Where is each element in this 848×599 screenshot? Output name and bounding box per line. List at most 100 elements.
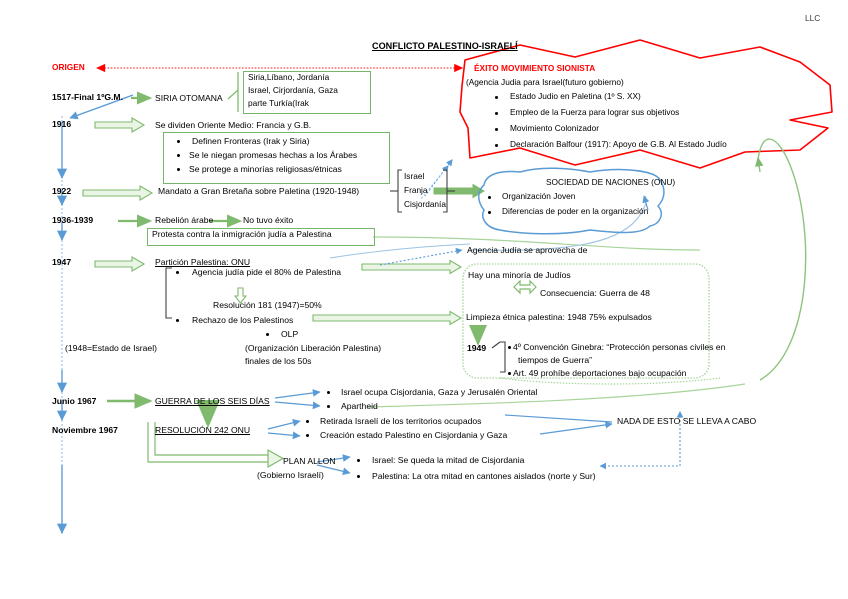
siria-box-line-1: Siria,Líbano, Jordanía (248, 72, 330, 82)
dividen-bullet-1: Definen Fronteras (Irak y Siria) (192, 136, 310, 146)
watermark-llc: LLC (805, 13, 821, 23)
allon-bullet-2: Palestina: La otra mitad en cantones ais… (372, 471, 596, 481)
dotbox-bullet-2: Art. 49 prohíbe deportaciones bajo ocupa… (513, 368, 687, 378)
node-nada-de-esto: NADA DE ESTO SE LLEVA A CABO (617, 416, 757, 426)
bracket-1949 (500, 341, 506, 373)
bullet-dot (306, 434, 309, 437)
node-guerra-seis-dias: GUERRA DE LOS SEIS DÍAS (155, 396, 270, 406)
guerra-bullet-2: Apartheid (341, 401, 378, 411)
blue-arrow-res242-2 (267, 431, 301, 440)
node-particion-palestina: Partición Palestina: ONU (155, 257, 251, 267)
bracket-particion (165, 267, 172, 319)
bullet-dot (508, 346, 511, 349)
node-resolucion-181: Resolución 181 (1947)=50% (213, 300, 322, 310)
blue-arrow-nada-2 (539, 421, 613, 435)
siria-box-line-2: Israel, Cirjordanía, Gaza (248, 85, 338, 95)
siria-otomana-box (243, 71, 371, 114)
blue-line-agencia-up (329, 243, 471, 259)
sociedad-title: SOCIEDAD DE NACIONES (ONU) (546, 177, 676, 187)
bullet-dot (176, 271, 179, 274)
star-bullet-1: Estado Judio en Paletina (1º S. XX) (510, 91, 641, 101)
node-rebelion-arabe: Rebelión árabe (155, 215, 214, 225)
blue-loop-sociedad (469, 195, 647, 251)
territory-franja: Franja (404, 185, 428, 195)
blue-arrow-res242-1 (267, 418, 301, 430)
green-elbow-allon-head (267, 448, 285, 469)
bracket-left-territories (397, 169, 402, 213)
block-arrow-double-consequence (513, 279, 537, 295)
green-curve-to-star-head (755, 156, 764, 173)
bullet-dot (177, 140, 180, 143)
node-siria-otomana: SIRIA OTOMANA (155, 93, 223, 103)
node-plan-allon-sub: (Gobierno Israelí) (257, 470, 324, 480)
blue-dotted-star-1 (424, 159, 453, 197)
dotbox-line-1: Hay una minoría de Judíos (468, 270, 571, 280)
blue-arrow-nada-1 (504, 414, 613, 423)
territory-cisjordania: Cisjordanía (404, 199, 446, 209)
bullet-dot (266, 333, 269, 336)
bullet-dot (495, 112, 498, 115)
timeline-date-1916: 1916 (52, 119, 72, 129)
territory-israel: Israel (404, 171, 425, 181)
timeline-date-noviembre1967: Noviembre 1967 (52, 425, 118, 435)
blue-dotted-agencia (379, 247, 463, 266)
node-plan-allon: PLAN ALLON (283, 456, 336, 466)
node-olp: OLP (281, 329, 299, 339)
sociedad-bullet-2: Diferencias de poder en la organización (502, 206, 649, 216)
block-arrow-sociedad (433, 183, 485, 199)
res242-bullet-2: Creación estado Palestino en Cisjordania… (320, 430, 508, 440)
dividen-bullets-box (163, 132, 390, 184)
blue-arrow-guerra-1 (274, 389, 321, 399)
bullet-dot (327, 405, 330, 408)
allon-bullet-1: Israel: Se queda la mitad de Cisjordania (372, 455, 525, 465)
timeline-date-junio1967: Junio 1967 (52, 396, 97, 406)
timeline-date-1936: 1936-1939 (52, 215, 94, 225)
star-title: ÉXITO MOVIMIENTO SIONISTA (474, 63, 596, 73)
bullet-dot (495, 128, 498, 131)
bracket-1949-tie (491, 341, 501, 349)
bullet-dot (495, 144, 498, 147)
dotbox-year-1949: 1949 (467, 343, 487, 353)
bullet-dot (508, 372, 511, 375)
node-rebelion-result: No tuvo éxito (243, 215, 294, 225)
particion-bullet-1: Agencia judía pide el 80% de Palestina (192, 267, 342, 277)
bullet-dot (357, 475, 360, 478)
dotbox-bullet-1: 4º Convención Ginebra: “Protección perso… (513, 342, 726, 352)
timeline-date-1517: 1517-Final 1ºG.M. (52, 92, 123, 102)
timeline-date-1947: 1947 (52, 257, 72, 267)
node-resolucion-242: RESOLUCIÓN 242 ONU (155, 425, 251, 435)
star-bullet-2: Empleo de la Fuerza para lograr sus obje… (510, 107, 680, 117)
dotbox-bullet-1-cont: tiempos de Guerra” (518, 355, 593, 365)
node-agencia-judia: Agencia Judía se aprovecha de (467, 245, 588, 255)
page-title: CONFLICTO PALESTINO-ISRAELÍ (372, 41, 518, 51)
particion-bullet-2: Rechazo de los Palestinos (192, 315, 294, 325)
bullet-dot (495, 96, 498, 99)
sociedad-bullet-1: Organización Joven (502, 191, 576, 201)
node-olp-full: (Organización Liberación Palestina) (245, 343, 382, 353)
bullet-dot (177, 154, 180, 157)
star-subtitle: (Agencia Judia para Israel(futuro gobier… (466, 77, 624, 87)
guerra-bullet-1: Israel ocupa Cisjordania, Gaza y Jerusal… (341, 387, 538, 397)
block-arrow-1916 (94, 117, 146, 133)
dividen-bullet-2: Se le niegan promesas hechas a los Árabe… (189, 150, 358, 160)
dotbox-line-2: Limpieza étnica palestina: 1948 75% expu… (466, 312, 652, 322)
bullet-dot (176, 319, 179, 322)
green-elbow-siria (227, 72, 239, 100)
siria-box-line-3: parte Turkía(Irak (248, 98, 309, 108)
dividen-bullet-3: Se protege a minorías religiosas/étnicas (189, 164, 342, 174)
origen-label: ORIGEN (52, 62, 85, 72)
bullet-dot (488, 196, 491, 199)
bullet-dot (177, 168, 180, 171)
bullet-dot (327, 391, 330, 394)
bullet-dot (357, 459, 360, 462)
node-protesta: Protesta contra la inmigración judía a P… (152, 229, 332, 239)
blue-arrow-guerra-2 (274, 401, 321, 410)
green-curve-to-star (757, 138, 807, 381)
block-arrow-1922 (82, 185, 154, 201)
dotbox-consequence: Consecuencia: Guerra de 48 (540, 288, 650, 298)
node-olp-date: finales de los 50s (245, 356, 312, 366)
bullet-dot (488, 211, 491, 214)
node-dividen-oriente-medio: Se dividen Oriente Medio: Francia y G.B. (155, 120, 312, 130)
